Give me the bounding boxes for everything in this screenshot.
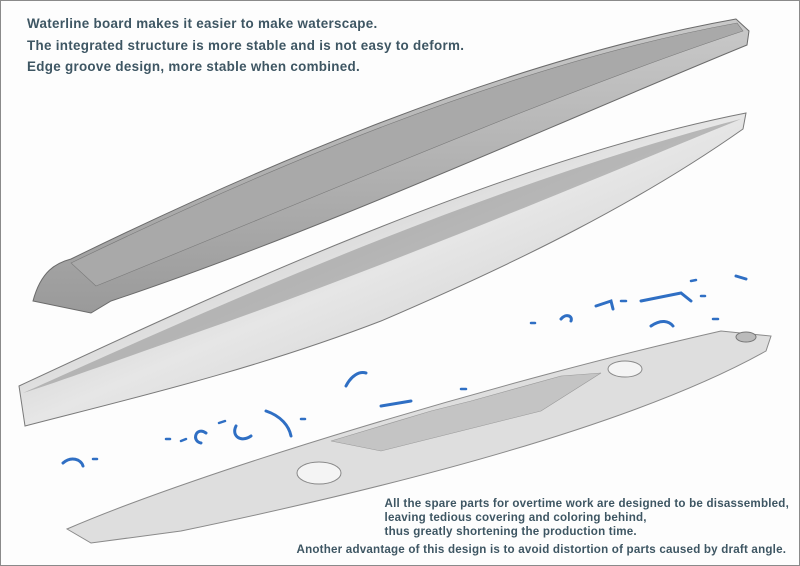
deck-plate bbox=[65, 330, 772, 544]
feature-headlines: Waterline board makes it easier to make … bbox=[27, 13, 464, 78]
headline-line: The integrated structure is more stable … bbox=[27, 37, 465, 53]
footnote-closing-line: Another advantage of this design is to a… bbox=[296, 543, 787, 556]
lower-hull bbox=[18, 112, 747, 427]
headline-line: Waterline board makes it easier to make … bbox=[27, 16, 378, 31]
upper-hull-waterline-board bbox=[32, 18, 750, 314]
headline-line: Edge groove design, more stable when com… bbox=[27, 59, 361, 74]
footnote: All the spare parts for overtime work ar… bbox=[297, 497, 789, 557]
footnote-line: thus greatly shortening the production t… bbox=[384, 525, 637, 538]
footnote-line: All the spare parts for overtime work ar… bbox=[384, 497, 789, 510]
blue-spare-parts bbox=[61, 274, 748, 468]
footnote-line: leaving tedious covering and coloring be… bbox=[384, 511, 647, 524]
